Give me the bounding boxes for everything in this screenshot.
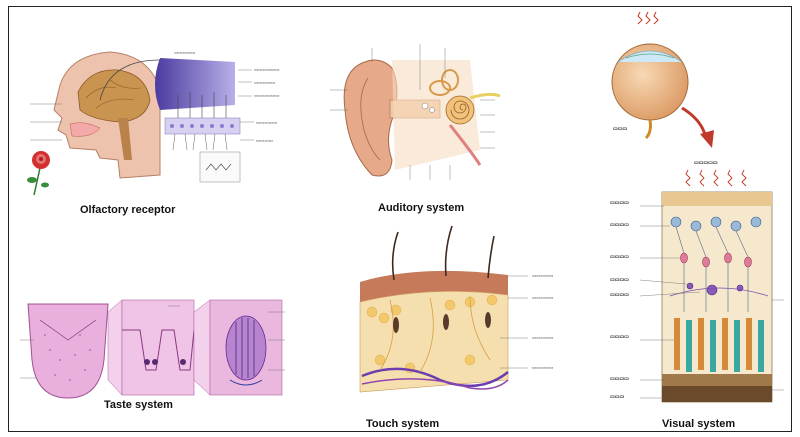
tiny-label: ▭▭▭▭ (256, 138, 273, 143)
caption-touch: Touch system (366, 418, 439, 430)
tiny-label: ▭▭▭▭ (610, 376, 629, 382)
caption-olfactory: Olfactory receptor (80, 204, 175, 216)
caption-taste: Taste system (104, 399, 173, 411)
cochlea-icon (446, 96, 474, 124)
visual-illustration (612, 12, 784, 402)
tiny-label: ▭▭▭▭ (610, 277, 629, 283)
tiny-label: ▭▭▭▭▭▭ (254, 67, 280, 72)
tiny-label: ▭▭▭▭▭ (174, 50, 195, 55)
olfactory-illustration (27, 52, 254, 195)
auditory-illustration (330, 44, 500, 180)
tiny-label: ▭▭▭▭▭ (532, 335, 553, 340)
eyeball-icon (612, 44, 688, 138)
tiny-label: ▭▭▭▭▭ (694, 160, 718, 166)
tiny-label: ▭▭▭▭▭ (532, 273, 553, 278)
tiny-label: ▭▭▭ (610, 394, 624, 400)
tiny-label: ▭▭▭▭ (610, 200, 629, 206)
caption-auditory: Auditory system (378, 202, 464, 214)
tiny-label: ▭▭▭▭ (610, 254, 629, 260)
tiny-label: ▭▭▭▭▭▭ (254, 93, 280, 98)
tiny-label: ▭▭▭▭ (610, 292, 629, 298)
tiny-label: ▭▭▭▭▭ (256, 120, 277, 125)
tiny-label: ▭▭▭▭▭ (532, 295, 553, 300)
tiny-label: ▭▭▭▭▭ (254, 80, 275, 85)
touch-illustration (360, 226, 528, 392)
tiny-label: ▭▭▭ (613, 126, 627, 132)
rose-icon (27, 151, 50, 195)
tiny-label: ▭▭▭▭ (610, 334, 629, 340)
caption-visual: Visual system (662, 418, 735, 430)
tiny-label: ▭▭▭▭▭ (532, 365, 553, 370)
taste-illustration (20, 300, 285, 398)
tiny-label: ▭▭▭▭ (610, 222, 629, 228)
